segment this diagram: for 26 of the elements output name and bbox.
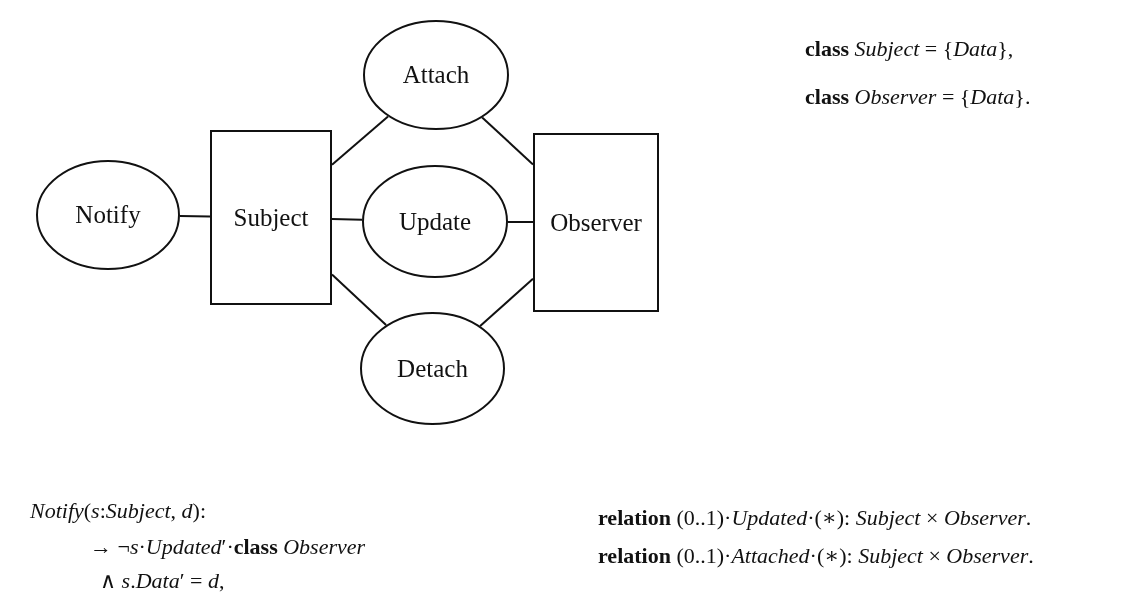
formula-text: class Observer = {Data}.: [805, 84, 1031, 110]
node-label: Observer: [550, 208, 642, 237]
node-label: Attach: [402, 61, 470, 89]
formula-text: ∧ s.Data′ = d,: [100, 568, 225, 594]
connector-line: [331, 115, 389, 166]
formula-text: Notify(s:Subject, d):: [30, 498, 206, 524]
node-label: Notify: [75, 201, 141, 229]
operation-ellipse: [362, 165, 508, 278]
operation-ellipse: [36, 160, 180, 270]
formula-text: relation (0..1)·Updated·(∗): Subject × Observer.: [598, 505, 1032, 531]
formula-text: → ¬s·Updated′·class Observer: [90, 534, 366, 560]
operation-ellipse: [363, 20, 509, 130]
connector-line: [179, 215, 211, 218]
connector-line: [331, 273, 388, 327]
formula-text: relation (0..1)·Attached·(∗): Subject × Observer.: [598, 543, 1034, 569]
connector-line: [331, 218, 364, 221]
operation-ellipse: [360, 312, 505, 425]
formula-text: class Subject = {Data},: [805, 36, 1014, 62]
connector-line: [507, 220, 534, 224]
connector-line: [481, 116, 534, 166]
node-label: Detach: [397, 354, 468, 383]
connector-line: [479, 277, 534, 327]
node-label: Update: [398, 207, 472, 236]
class-box: [533, 133, 659, 312]
class-box: [210, 130, 332, 305]
node-label: Subject: [233, 203, 309, 232]
